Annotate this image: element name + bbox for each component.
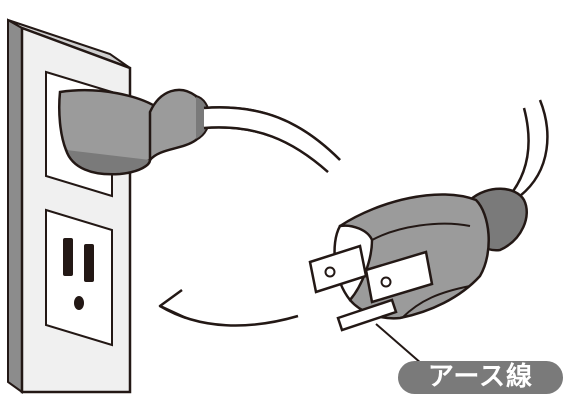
ground-pin-icon — [336, 298, 398, 332]
ground-wire-leader-line — [375, 323, 423, 365]
socket-slot-left-icon — [63, 238, 73, 276]
ground-wire-label: アース線 — [398, 361, 563, 394]
move-arrow-icon — [158, 288, 299, 327]
socket-ground-hole-icon — [74, 296, 84, 310]
plug-inserted-icon — [58, 88, 341, 176]
socket-slot-right-icon — [84, 244, 94, 282]
three-prong-plug-icon — [308, 187, 528, 332]
flat-prong-right-icon — [364, 250, 434, 304]
lower-socket — [45, 208, 113, 347]
ground-wire-label-text: アース線 — [427, 362, 534, 392]
